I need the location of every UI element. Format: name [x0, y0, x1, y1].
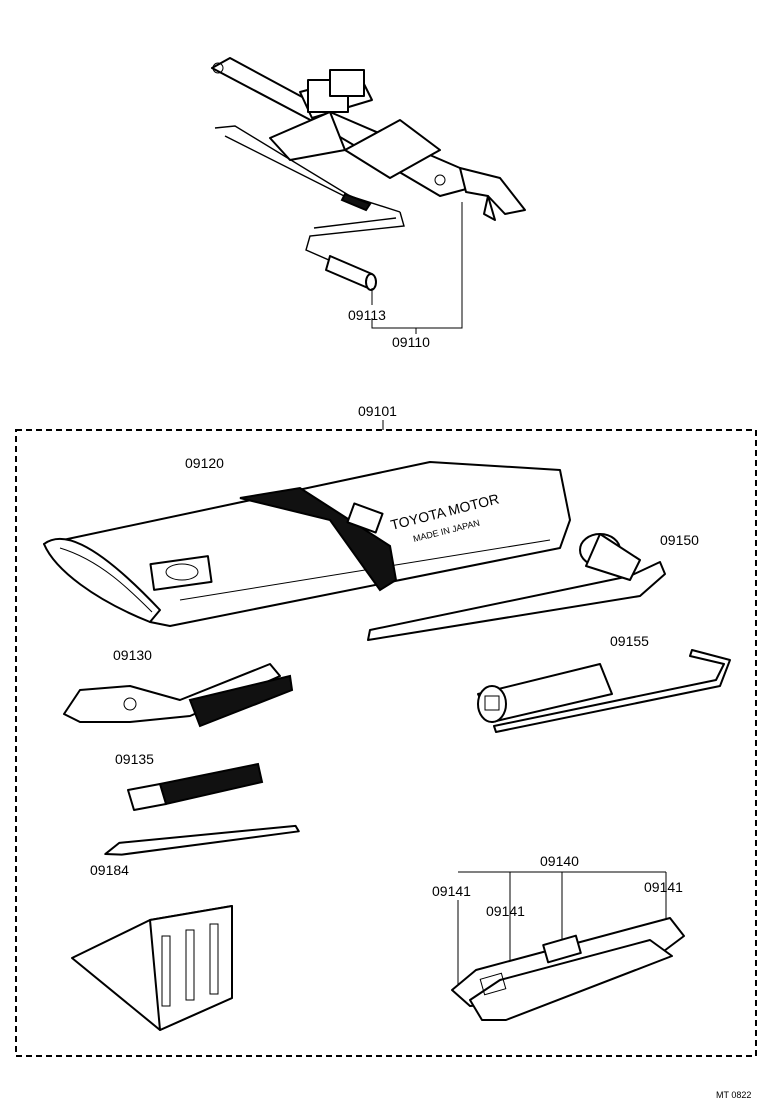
tool-bag: TOYOTA MOTOR MADE IN JAPAN: [43, 461, 571, 627]
label-09150: 09150: [660, 532, 699, 548]
screwdriver: [104, 762, 300, 856]
label-09113: 09113: [348, 307, 386, 323]
callout-09110: [371, 202, 463, 329]
label-09110: 09110: [392, 334, 430, 350]
label-09141-mid: 09141: [486, 903, 525, 919]
tool-kit-boundary: [15, 429, 757, 1057]
label-09184: 09184: [90, 862, 129, 878]
label-09141-right: 09141: [644, 879, 683, 895]
footer-code: MT 0822: [716, 1090, 751, 1100]
wheel-chock: [71, 905, 233, 1031]
pliers: [63, 663, 294, 728]
label-09135: 09135: [115, 751, 154, 767]
label-09140: 09140: [540, 853, 579, 869]
wheel-nut-wrench: [477, 649, 731, 733]
label-09141-left: 09141: [432, 883, 471, 899]
label-09120: 09120: [185, 455, 224, 471]
label-09101: 09101: [358, 403, 397, 419]
label-09130: 09130: [113, 647, 152, 663]
jack-handle: [367, 533, 666, 641]
label-09155: 09155: [610, 633, 649, 649]
jack-assembly: [211, 57, 526, 291]
wrench-set: [451, 917, 685, 1021]
